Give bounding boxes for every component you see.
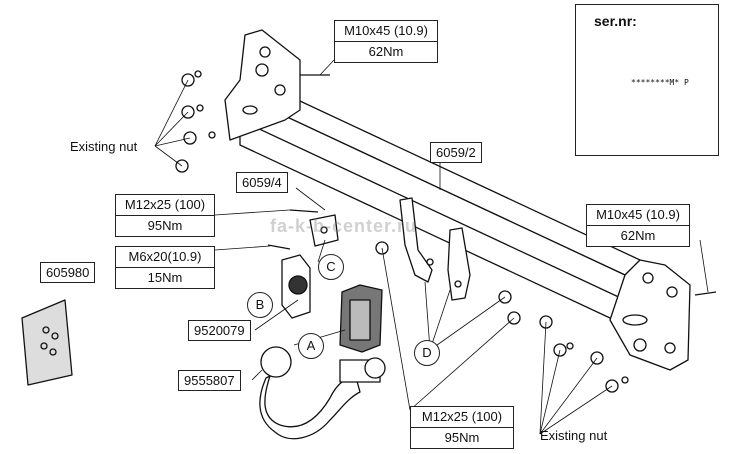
- tow-ball-assembly: [259, 346, 386, 440]
- bolt-callout-right: M10x45 (10.9) 62Nm: [586, 204, 690, 247]
- part-number-bracket: 6059/4: [236, 172, 288, 193]
- serial-label: ser.nr:: [594, 13, 637, 29]
- letter-d: D: [414, 340, 440, 366]
- small-bracket: [309, 214, 339, 247]
- bolt-torque: 95Nm: [116, 215, 214, 236]
- watermark: fa-k-b-center.ru: [270, 216, 418, 236]
- bolt-spec: M10x45 (10.9): [596, 207, 680, 222]
- bolt-torque: 62Nm: [335, 41, 437, 62]
- bolt-spec: M10x45 (10.9): [344, 23, 428, 38]
- existing-nut-label-left: Existing nut: [70, 139, 138, 154]
- kit-pack: [21, 299, 73, 386]
- letter-b: B: [247, 292, 273, 318]
- center-brackets: [399, 197, 471, 301]
- bolt-torque: 62Nm: [587, 225, 689, 246]
- bolt-spec: M6x20(10.9): [128, 249, 202, 264]
- serial-number-box: ser.nr: ********M* P: [575, 4, 719, 156]
- bolt-torque: 15Nm: [116, 267, 214, 288]
- left-mounting-plate: [224, 29, 301, 141]
- bolt-callout-m12-left: M12x25 (100) 95Nm: [115, 194, 215, 237]
- bolt-spec: M12x25 (100): [421, 409, 503, 424]
- socket-plate: [281, 254, 311, 319]
- letter-c: C: [318, 254, 344, 280]
- existing-nut-label-bottom: Existing nut: [540, 428, 608, 443]
- bolt-spec: M12x25 (100): [124, 197, 206, 212]
- leader-lines: [154, 59, 709, 435]
- letter-a: A: [298, 333, 324, 359]
- bolt-callout-m6: M6x20(10.9) 15Nm: [115, 246, 215, 289]
- bolt-callout-m12-bottom: M12x25 (100) 95Nm: [410, 406, 514, 449]
- part-number-crossbar: 6059/2: [430, 142, 482, 163]
- part-number-kit: 605980: [40, 262, 96, 283]
- bolt-torque: 95Nm: [411, 427, 513, 448]
- part-number-tow-ball: 9555807: [178, 370, 241, 391]
- bolt-callout-top: M10x45 (10.9) 62Nm: [334, 20, 438, 63]
- part-number-socket-plate: 9520079: [188, 320, 251, 341]
- serial-code: ********M* P: [631, 78, 689, 87]
- socket-unit: [339, 284, 383, 353]
- right-mounting-plate: [609, 259, 691, 371]
